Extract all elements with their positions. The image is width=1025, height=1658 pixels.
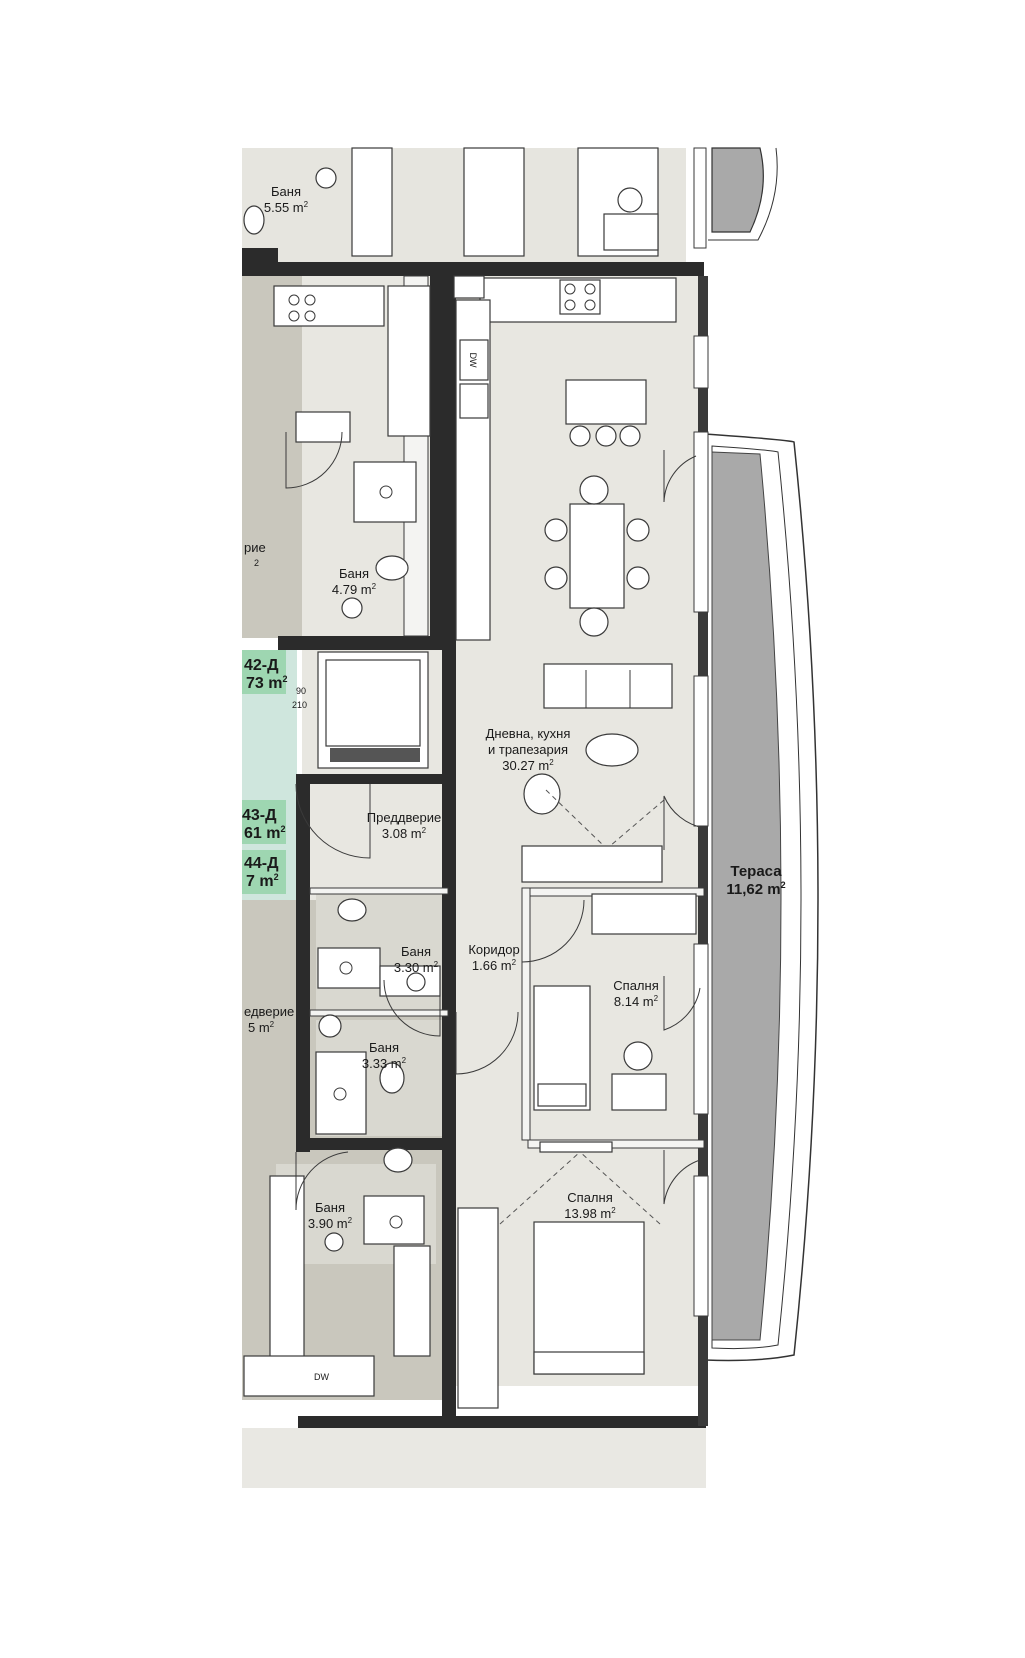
- nb-hall-low-name: едверие: [244, 1004, 294, 1019]
- tv-unit: [521, 845, 663, 883]
- storage-43-area: 61 m2: [244, 824, 285, 842]
- terrace-name: Тераса: [730, 863, 782, 880]
- nb-bath-low-area: 3.90 m2: [308, 1216, 353, 1231]
- bathroom-fixtures: [243, 167, 441, 1252]
- living-name-2: и трапезария: [488, 742, 568, 757]
- nb-bath-mid-name: Баня: [339, 566, 369, 581]
- terrace-area: 11,62 m2: [726, 880, 785, 898]
- wall-bath-divider: [310, 1138, 446, 1150]
- dw-label-2: DW: [314, 1372, 329, 1382]
- terrace-inner-line: [711, 445, 802, 1350]
- fridge: [453, 275, 485, 299]
- storage-42-area: 73 m2: [246, 674, 287, 692]
- wall-top-left-stub: [242, 248, 278, 262]
- storage-unit-43: [242, 800, 286, 844]
- bedroom-big-area: 13.98 m2: [564, 1206, 616, 1221]
- living-area: 30.27 m2: [502, 758, 554, 773]
- coffee-table: [585, 733, 639, 767]
- kitchen-island: [565, 379, 647, 425]
- bath-b-name: Баня: [369, 1040, 399, 1055]
- nb-hall-low-area: 5 m2: [248, 1020, 275, 1035]
- dining-set: [544, 475, 650, 637]
- wall-exterior-right: [698, 276, 708, 1426]
- bedroom-small-furniture: [533, 893, 697, 1111]
- storage-42-code: 42-Д: [244, 657, 279, 674]
- exterior-windows: [693, 147, 709, 1317]
- living-furniture: [521, 663, 673, 883]
- storage-unit-42: [242, 650, 286, 694]
- storage-panel: 90 210: [242, 650, 307, 894]
- hall-area: 3.08 m2: [382, 826, 427, 841]
- elevator: [317, 651, 429, 769]
- bedroom-small-area: 8.14 m2: [614, 994, 659, 1009]
- wall-hall-bottom: [296, 774, 442, 784]
- storage-43-code: 43-Д: [242, 807, 277, 824]
- storage-44-area: 7 m2: [246, 872, 279, 890]
- nb-bath-top-name: Баня: [271, 184, 301, 199]
- neighbour-furniture: DW: [243, 147, 659, 1397]
- nb-hall-mid-area: 2: [254, 558, 259, 568]
- door-width: 90: [296, 686, 306, 696]
- corridor-area: 1.66 m2: [472, 958, 517, 973]
- dw-label: DW: [468, 353, 478, 368]
- doors: [285, 431, 705, 1211]
- walls: [242, 248, 708, 1428]
- room-labels: Дневна, кухня и трапезария 30.27 m2 Пред…: [242, 184, 786, 1231]
- wall-hall-top: [278, 636, 442, 650]
- nb-bath-top-area: 5.55 m2: [264, 200, 309, 215]
- living-name-1: Дневна, кухня: [486, 726, 571, 741]
- nb-bath-low-name: Баня: [315, 1200, 345, 1215]
- storage-44-code: 44-Д: [244, 855, 279, 872]
- kitchen: DW: [453, 275, 677, 641]
- wall-entry-left: [296, 776, 310, 1152]
- sofa: [543, 663, 673, 709]
- armchair: [523, 773, 561, 815]
- kitchen-sink: [459, 383, 489, 419]
- hob: [559, 279, 601, 315]
- wall-kitchen-partition: [442, 276, 456, 1426]
- wardrobe-big: [457, 1207, 499, 1409]
- desk: [611, 1073, 667, 1111]
- dishwasher-box: [459, 339, 489, 381]
- bath-b-area: 3.33 m2: [362, 1056, 407, 1071]
- top-balcony-deck: [711, 147, 764, 233]
- nb-hall-mid-name: рие: [244, 540, 266, 555]
- storage-unit-44: [242, 850, 286, 894]
- bottom-strip-floor: [242, 1428, 706, 1488]
- corridor-name: Коридор: [468, 942, 519, 957]
- nb-bath-mid-area: 4.79 m2: [332, 582, 377, 597]
- bath-a-area: 3.30 m2: [394, 960, 439, 975]
- door-height: 210: [292, 700, 307, 710]
- hall-name: Преддверие: [367, 810, 441, 825]
- bedroom-small-name: Спалня: [613, 978, 658, 993]
- top-balcony-rail: [708, 147, 778, 241]
- dining-table: [569, 503, 625, 609]
- wardrobe-small: [591, 893, 697, 935]
- bedroom-big-name: Спалня: [567, 1190, 612, 1205]
- wall-neighbour-partition: [430, 276, 442, 636]
- double-bed: [533, 1221, 645, 1375]
- bedroom-big-furniture: [457, 1141, 661, 1409]
- terrace: [704, 147, 819, 1362]
- terrace-deck: [711, 451, 782, 1341]
- wall-bottom: [298, 1416, 706, 1428]
- bedroom-tv: [539, 1141, 613, 1153]
- bath-a-name: Баня: [401, 944, 431, 959]
- wall-top: [242, 262, 704, 276]
